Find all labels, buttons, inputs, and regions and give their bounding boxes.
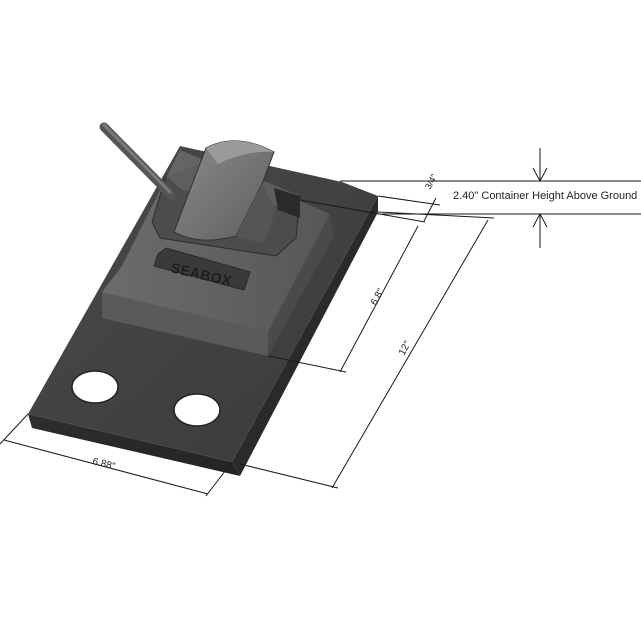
dim-6-8-top-ext	[299, 199, 426, 223]
dim-6-8-line	[339, 225, 419, 373]
dim-width-left-ext	[0, 413, 29, 445]
locking-cone	[173, 140, 276, 244]
locking-cone-side	[236, 184, 276, 244]
mounting-hole-right	[173, 393, 221, 427]
lock-handle-highlight	[102, 123, 172, 194]
raised-block-side	[268, 214, 334, 356]
dim-container-height: 2.40" Container Height Above Ground	[340, 148, 641, 248]
dim-height-upper-arrow	[532, 167, 548, 183]
dim-12-label: 12"	[397, 339, 414, 358]
raised-block-front	[102, 292, 268, 356]
dim-12-bottom-ext	[239, 463, 339, 489]
dim-12-top-ext	[377, 211, 495, 219]
dim-height-lower-arrow	[532, 212, 548, 228]
dim-width-line	[3, 439, 209, 495]
dim-thickness-label: 3/4"	[423, 172, 439, 191]
dim-thickness-leader	[423, 197, 437, 222]
mounting-hole-left	[71, 370, 119, 404]
base-plate-front-face	[28, 414, 240, 476]
dim-width-label: 6.88"	[91, 456, 116, 472]
dim-thickness-ext	[377, 195, 441, 206]
dim-6-8-bottom-ext	[267, 355, 347, 373]
base-plate-side-face	[232, 196, 378, 476]
locking-cone-top	[206, 140, 274, 164]
dim-width-right-ext	[205, 461, 233, 497]
dim-height-label: 2.40" Container Height Above Ground	[453, 190, 637, 202]
lock-handle	[99, 122, 177, 201]
dim-12-line	[331, 219, 489, 489]
housing-slot	[274, 188, 300, 218]
brand-plate	[153, 247, 251, 291]
